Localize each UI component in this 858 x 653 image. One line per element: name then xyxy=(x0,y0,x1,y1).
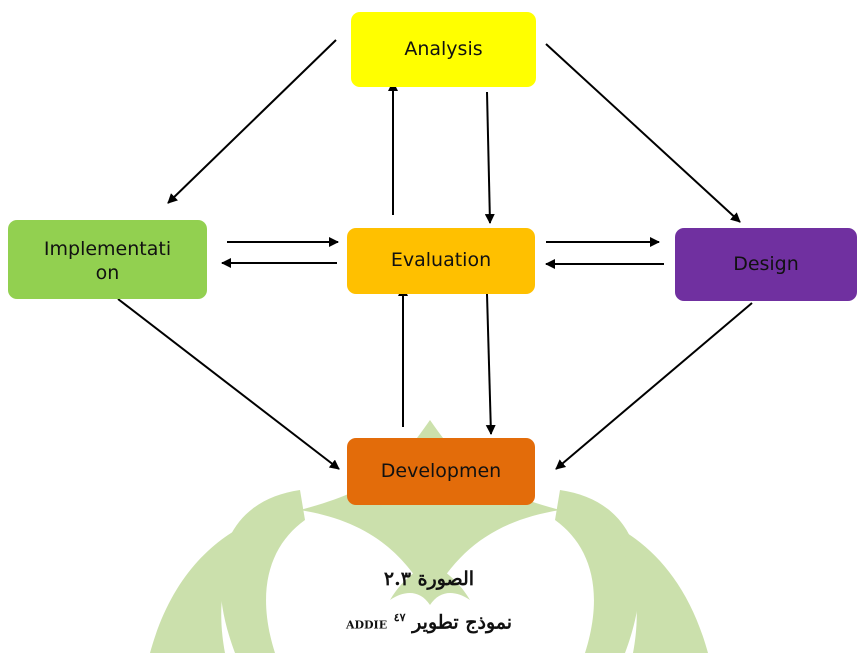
development-box: Developmen xyxy=(347,438,535,505)
arrow-analysis-to-evaluation xyxy=(484,91,495,224)
arrow-evaluation-to-development xyxy=(485,293,496,435)
design-label: Design xyxy=(733,252,799,275)
arrow-analysis-to-implementation xyxy=(167,39,337,204)
arrow-implementation-to-development xyxy=(117,298,340,470)
implementation-label: Implementation xyxy=(43,238,172,284)
figure-title-acronym: ADDIE xyxy=(345,618,388,632)
figure-title: نموذج تطوير ٤٧ ADDIE xyxy=(0,611,858,633)
arrow-analysis-to-design xyxy=(545,43,741,223)
analysis-box: Analysis xyxy=(351,12,536,87)
evaluation-box: Evaluation xyxy=(347,228,535,294)
analysis-label: Analysis xyxy=(404,37,483,60)
design-box: Design xyxy=(675,228,857,301)
figure-number: الصورة ٢.٣ xyxy=(383,568,475,590)
development-label: Developmen xyxy=(380,459,502,482)
figure-title-text: نموذج تطوير xyxy=(412,611,513,634)
arrow-design-to-development xyxy=(555,302,753,470)
footnote-marker: ٤٧ xyxy=(393,611,406,624)
evaluation-label: Evaluation xyxy=(390,249,492,272)
implementation-box: Implementation xyxy=(8,220,207,299)
